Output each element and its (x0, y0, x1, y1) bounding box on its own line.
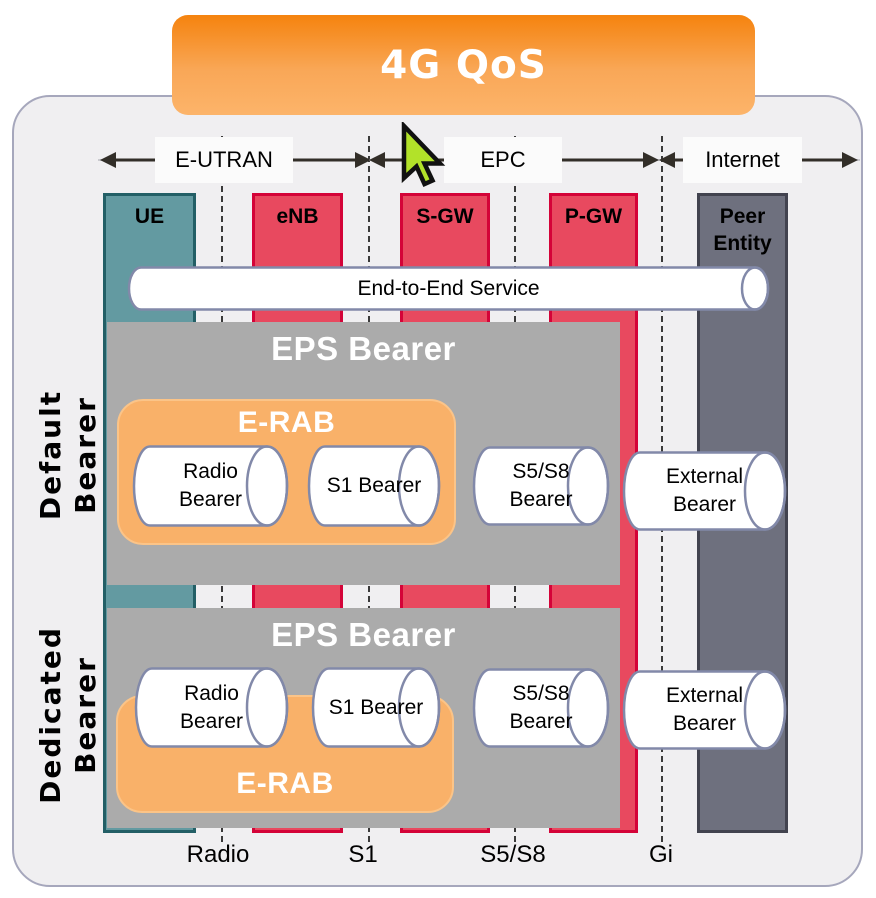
s5s8-bearer-cylinder-dedicated: S5/S8 Bearer (472, 668, 610, 748)
cylinder-shape (472, 446, 610, 526)
eps-bearer-title: EPS Bearer (271, 616, 456, 653)
arrowhead-right-icon (842, 152, 858, 168)
erab-title: E-RAB (237, 406, 336, 439)
column-peer-entity-label: Peer Entity (713, 205, 772, 256)
arrowhead-right-icon (355, 152, 371, 168)
cylinder-shape (307, 445, 441, 527)
eps-bearer-title: EPS Bearer (271, 330, 456, 367)
segment-label-epc: EPC (444, 137, 562, 183)
cylinder-shape (622, 670, 787, 750)
cylinder-shape (622, 451, 787, 531)
interface-label-radio: Radio (186, 841, 250, 868)
cylinder-shape (311, 667, 441, 748)
arrowhead-right-icon (643, 152, 659, 168)
column-enb-label: eNB (276, 205, 319, 228)
cylinder-shape (472, 668, 610, 748)
interface-label-s5s8: S5/S8 (480, 841, 546, 868)
end-to-end-service-cylinder: End-to-End Service (127, 266, 770, 311)
column-sgw-label: S-GW (416, 205, 474, 228)
radio-bearer-cylinder-dedicated: Radio Bearer (134, 667, 289, 748)
interface-label-s1: S1 (348, 841, 378, 868)
erab-title: E-RAB (236, 767, 334, 800)
end-to-end-service-label: End-to-End Service (357, 276, 540, 300)
title-banner: 4G QoS (172, 15, 755, 115)
s1-bearer-cylinder-default: S1 Bearer (307, 445, 441, 527)
row-label-default-bearer: Default Bearer (34, 389, 102, 521)
column-pgw-label: P-GW (564, 205, 623, 228)
page-title: 4G QoS (380, 42, 547, 88)
interface-label-gi: Gi (649, 841, 673, 868)
cylinder-shape (134, 667, 289, 748)
external-bearer-cylinder-default: External Bearer (622, 451, 787, 531)
cylinder-shape (127, 266, 770, 311)
row-label-dedicated-bearer: Dedicated Bearer (34, 626, 102, 804)
segment-label-internet: Internet (683, 137, 802, 183)
mouse-cursor-icon (401, 122, 446, 187)
segment-label-eutran: E-UTRAN (155, 137, 293, 183)
external-bearer-cylinder-dedicated: External Bearer (622, 670, 787, 750)
arrowhead-left-icon (659, 152, 675, 168)
arrowhead-left-icon (100, 152, 116, 168)
cylinder-shape (132, 445, 289, 527)
s1-bearer-cylinder-dedicated: S1 Bearer (311, 667, 441, 748)
radio-bearer-cylinder-default: Radio Bearer (132, 445, 289, 527)
arrowhead-left-icon (369, 152, 385, 168)
column-ue-label: UE (134, 205, 165, 228)
s5s8-bearer-cylinder-default: S5/S8 Bearer (472, 446, 610, 526)
